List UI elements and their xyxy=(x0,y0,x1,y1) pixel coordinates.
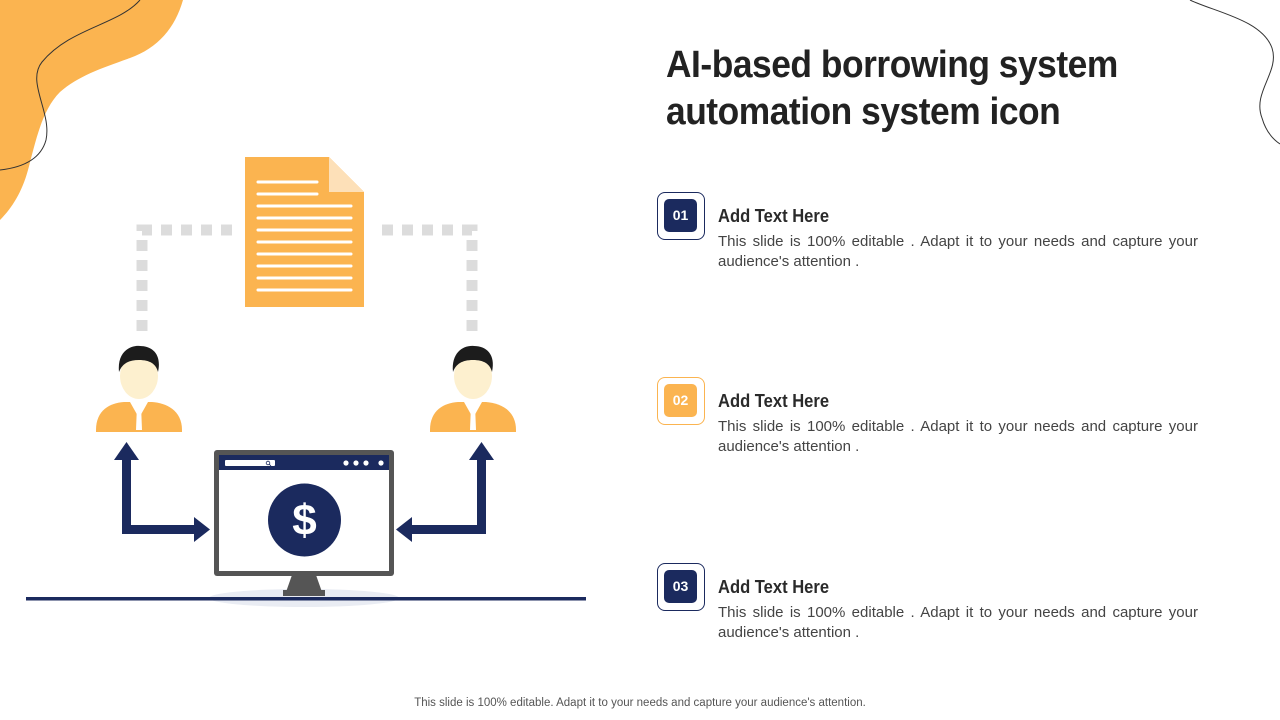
arrow-left xyxy=(114,442,210,542)
document-icon xyxy=(245,157,364,307)
step-description: This slide is 100% editable . Adapt it t… xyxy=(718,418,1198,455)
step-number-badge: 02 xyxy=(657,377,705,425)
step-number-badge: 01 xyxy=(657,192,705,240)
right-connector xyxy=(382,224,478,340)
search-icon xyxy=(265,460,272,467)
footer-note: This slide is 100% editable. Adapt it to… xyxy=(414,697,866,709)
ground-line xyxy=(26,597,586,601)
monitor-icon: $ xyxy=(214,450,394,596)
step-heading: Add Text Here xyxy=(718,391,830,411)
step-number-badge: 03 xyxy=(657,563,705,611)
person-icon-left xyxy=(96,345,182,432)
step-heading: Add Text Here xyxy=(718,577,830,597)
left-connector xyxy=(136,224,232,340)
step-number: 03 xyxy=(664,570,697,603)
corner-curve-right-decoration xyxy=(1189,0,1280,145)
corner-blob-decoration xyxy=(0,0,183,220)
step-number: 02 xyxy=(664,384,697,417)
svg-text:$: $ xyxy=(292,496,316,545)
step-description: This slide is 100% editable . Adapt it t… xyxy=(718,233,1198,270)
dollar-icon xyxy=(268,483,341,557)
step-heading: Add Text Here xyxy=(718,206,830,226)
slide-title: AI-based borrowing system automation sys… xyxy=(666,44,1118,133)
person-icon-right xyxy=(430,345,516,432)
step-item-03: 03 Add Text Here This slide is 100% edit… xyxy=(657,563,1217,653)
step-item-01: 01 Add Text Here This slide is 100% edit… xyxy=(657,192,1217,282)
step-description: This slide is 100% editable . Adapt it t… xyxy=(718,604,1198,641)
arrow-right xyxy=(396,442,494,542)
step-number: 01 xyxy=(664,199,697,232)
step-item-02: 02 Add Text Here This slide is 100% edit… xyxy=(657,377,1217,467)
corner-curve-decoration xyxy=(0,0,141,171)
